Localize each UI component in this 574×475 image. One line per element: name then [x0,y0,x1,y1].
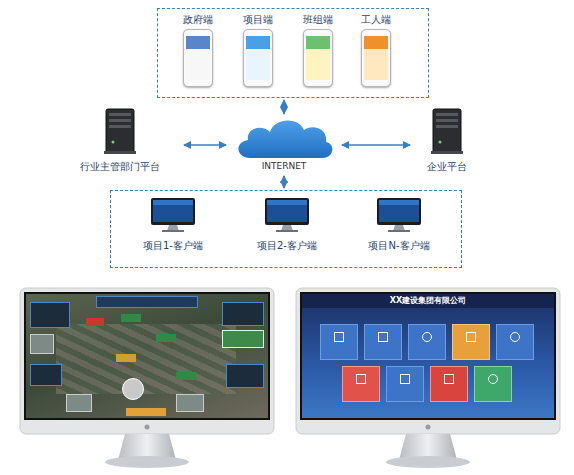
desktop-icon [376,197,422,233]
cloud-node: INTERNET [228,116,340,174]
server-node: 企业平台 [412,108,482,174]
phone-icon [361,29,391,87]
server-icon [430,108,464,154]
phone-icon [303,29,333,87]
app-tile [342,366,380,402]
dashboard-screen [24,292,270,420]
phone-screen [364,36,388,80]
desktop-icon [264,197,310,233]
connector-arrow [283,100,285,114]
node-label: 项目1-客户端 [143,239,203,252]
app-tile [320,324,358,360]
app-tile [452,324,490,360]
node-label: 企业平台 [427,160,467,173]
phone-screen [306,36,330,80]
app-tile [408,324,446,360]
client-node: 项目1-客户端 [129,197,217,263]
phone-screen [186,36,210,80]
phone-node: 项目端 [232,13,284,95]
dashed-group: 项目1-客户端 项目2-客户端 项目N-客户端 [110,190,462,268]
node-label: 项目N-客户端 [368,239,429,252]
client-node: 项目N-客户端 [355,197,443,263]
phone-node: 班组端 [292,13,344,95]
title-bar: XX建设集团有限公司 [302,294,554,308]
app-tile [430,366,468,402]
app-tile [474,366,512,402]
portal-screen: XX建设集团有限公司 [300,292,556,420]
node-label: 项目端 [243,13,273,26]
connector-arrow [184,144,226,146]
node-label: 班组端 [303,13,333,26]
server-node: 行业主管部门平台 [58,108,182,174]
node-label: 项目2-客户端 [257,239,317,252]
node-label: 行业主管部门平台 [80,160,160,173]
cloud-shape [232,116,336,160]
client-node: 项目2-客户端 [243,197,331,263]
app-tile [364,324,402,360]
server-icon [103,108,137,154]
connector-arrow [283,176,285,188]
screen-title: XX建设集团有限公司 [390,295,466,307]
node-label: 工人端 [361,13,391,26]
app-tile [386,366,424,402]
phone-icon [243,29,273,87]
phone-icon [183,29,213,87]
connector-arrow [342,144,410,146]
dashed-group: 政府端 项目端 班组端 工人端 [157,8,429,98]
desktop-icon [150,197,196,233]
node-label: 政府端 [183,13,213,26]
phone-node: 政府端 [172,13,224,95]
app-tile [496,324,534,360]
phone-screen [246,36,270,80]
phone-node: 工人端 [350,13,402,95]
node-label: INTERNET [262,160,307,173]
